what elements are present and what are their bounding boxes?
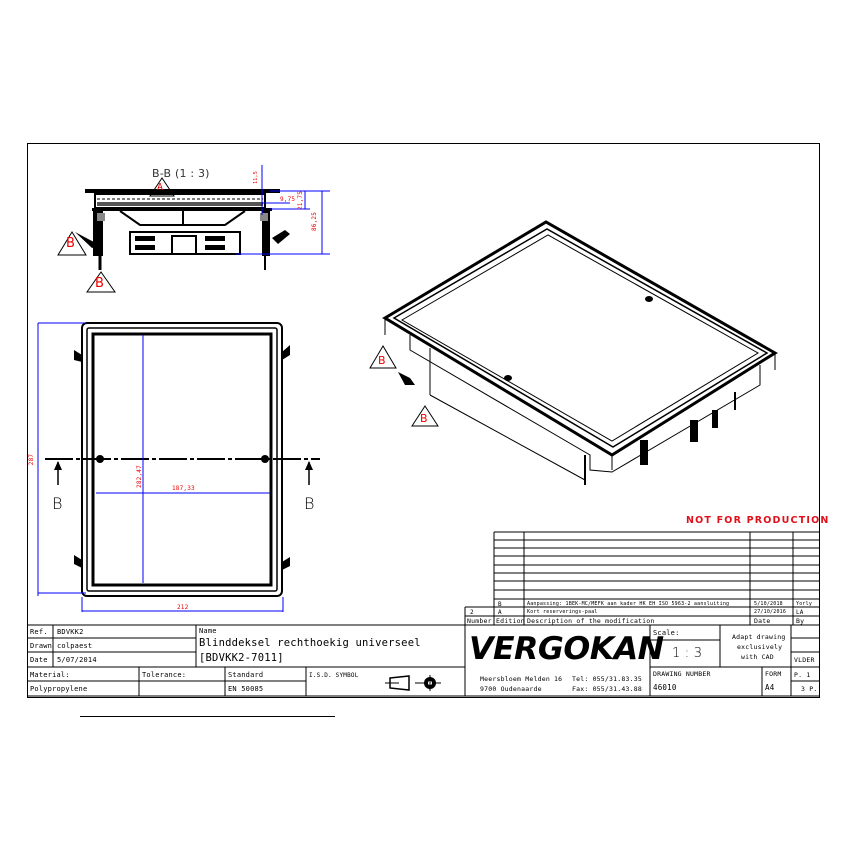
dimension-212: 212 [177, 604, 189, 611]
cad-note-line2: exclusively [737, 643, 783, 651]
company-tel: Tel: 055/31.83.35 [572, 675, 642, 683]
iso-section-marker-b-1: B [378, 354, 386, 367]
page-total: 3 P. [801, 685, 818, 693]
header-description: Description of the modification [527, 617, 655, 625]
name-label: Name [199, 627, 217, 635]
section-marker-b-left: B [66, 236, 76, 251]
scale-value: 1 : 3 [672, 646, 703, 661]
header-number: Number [467, 617, 492, 625]
header-edition: Edition [496, 617, 525, 625]
tolerance-label: Tolerance: [142, 671, 187, 679]
revision-description: Aanpassing: 1BEK-MC/MEFK aan kader HK EH… [527, 601, 730, 607]
section-label-right: B [304, 494, 315, 513]
ref-label: Ref. [30, 628, 48, 636]
header-by: By [796, 617, 805, 625]
dimension-187-33: 187,33 [172, 485, 195, 492]
date-label: Date [30, 656, 48, 664]
drawing-sheet-border [27, 143, 820, 698]
section-view-label: B-B (1 : 3) [152, 167, 210, 180]
ref-value: BDVKK2 [57, 628, 84, 636]
standard-value: EN 50085 [228, 685, 264, 693]
revision-edition: A [498, 609, 502, 616]
dimension-9-75: 9,75 [280, 196, 296, 203]
material-label: Material: [30, 671, 70, 679]
cad-note-line1: Adapt drawing [732, 633, 786, 641]
section-marker-b-bottom: B [95, 276, 105, 291]
drawn-value: colpaest [57, 642, 93, 650]
drawing-number-label: DRAWING NUMBER [653, 670, 711, 678]
company-address-line2: 9700 Oudenaarde [480, 685, 542, 693]
section-label-left: B [52, 494, 63, 513]
form-label: FORM [765, 670, 782, 678]
scale-label: Scale: [653, 629, 680, 637]
date-value: 5/07/2014 [57, 656, 97, 664]
iso-symbol-label: I.S.D. SYMBOL [309, 672, 359, 679]
company-fax: Fax: 055/31.43.88 [572, 685, 642, 693]
drawn-label: Drawn [30, 642, 53, 650]
not-for-production-stamp: NOT FOR PRODUCTION [686, 515, 830, 526]
page-number: P. 1 [794, 671, 811, 679]
projection-symbol-icon [385, 675, 441, 691]
header-date: Date [754, 617, 771, 625]
cad-note-line3: with CAD [741, 653, 774, 661]
revision-by: LA [796, 609, 804, 616]
revision-description: Kort reserverings-paal [527, 609, 598, 615]
revision-edition: B [498, 601, 502, 608]
part-code: [BDVKK2-7011] [199, 652, 284, 664]
revision-date: 27/10/2016 [754, 609, 787, 615]
revision-by: Yorly [796, 601, 813, 607]
part-name: Blinddeksel rechthoekig universeel [199, 637, 421, 649]
company-address-line1: Meersbloem Melden 16 [480, 675, 563, 683]
material-value: Polypropylene [30, 685, 88, 693]
iso-section-marker-b-2: B [420, 412, 428, 425]
detail-marker-a: A [157, 182, 164, 193]
company-logo: VERGOKAN [469, 631, 664, 667]
form-value: A4 [765, 683, 775, 692]
drawing-number-value: 46010 [653, 683, 677, 692]
folder-label: VLDER [794, 656, 815, 664]
signature-line [80, 716, 335, 717]
revision-date: 5/10/2018 [754, 601, 783, 607]
revision-number: 2 [470, 609, 474, 616]
standard-label: Standard [228, 671, 264, 679]
